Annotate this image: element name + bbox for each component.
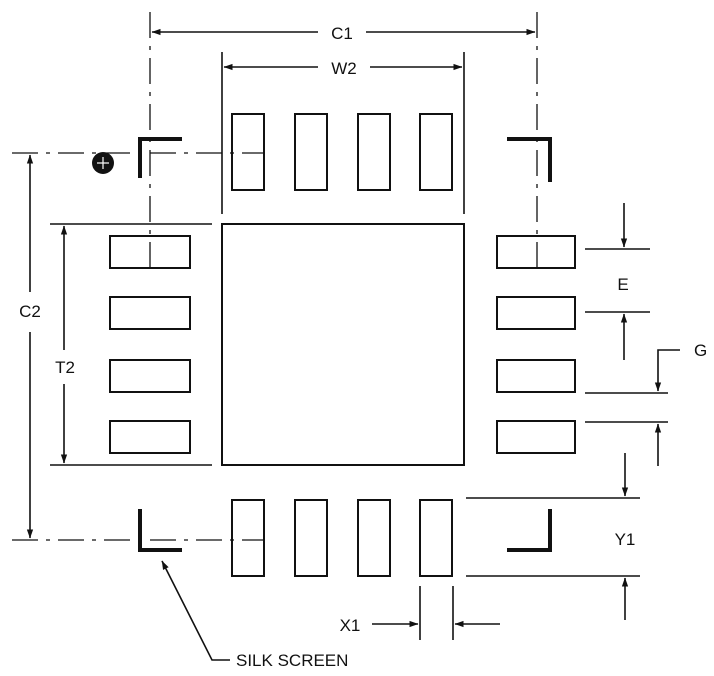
pad	[357, 113, 391, 191]
dimension-c2: C2	[19, 154, 41, 539]
silk-screen-label: SILK SCREEN	[236, 651, 348, 670]
pad	[419, 499, 453, 577]
pad	[496, 296, 576, 330]
silk-corner-bottom-right	[507, 509, 552, 552]
center-lines	[12, 12, 538, 541]
dimension-label-e: E	[617, 275, 628, 294]
silk-corner-bottom-left	[138, 509, 182, 552]
dimension-x1: X1	[340, 616, 500, 635]
left-pad-row	[109, 235, 191, 454]
pad	[109, 359, 191, 393]
dimension-label-t2: T2	[55, 358, 75, 377]
dimension-label-w2: W2	[331, 59, 357, 78]
silk-corner-top-left	[138, 137, 182, 178]
dimension-t2: T2	[55, 225, 75, 464]
right-pad-row	[496, 235, 576, 454]
pin-1-marker-icon	[92, 152, 114, 174]
dimension-label-c2: C2	[19, 302, 41, 321]
pad	[294, 499, 328, 577]
dimension-e: E	[617, 203, 629, 360]
dimension-c1: C1	[151, 24, 536, 43]
pad	[496, 359, 576, 393]
exposed-thermal-pad	[221, 223, 465, 466]
silk-screen-outline	[138, 137, 552, 552]
dimension-label-c1: C1	[331, 24, 353, 43]
pad	[109, 296, 191, 330]
dimension-label-g: G	[694, 341, 707, 360]
dimension-label-y1: Y1	[615, 530, 636, 549]
dimension-label-x1: X1	[340, 616, 361, 635]
silk-screen-callout: SILK SCREEN	[161, 560, 348, 670]
bottom-pad-row	[231, 499, 453, 577]
pad	[357, 499, 391, 577]
pad	[419, 113, 453, 191]
pad	[231, 499, 265, 577]
pad	[496, 420, 576, 454]
silk-corner-top-right	[507, 137, 552, 182]
dimension-g: G	[654, 341, 707, 466]
extension-lines	[50, 52, 668, 640]
pad	[496, 235, 576, 269]
pad	[109, 420, 191, 454]
pad	[231, 113, 265, 191]
top-pad-row	[231, 113, 453, 191]
dimension-y1: Y1	[615, 453, 636, 620]
dimension-w2: W2	[223, 59, 463, 78]
pad	[294, 113, 328, 191]
